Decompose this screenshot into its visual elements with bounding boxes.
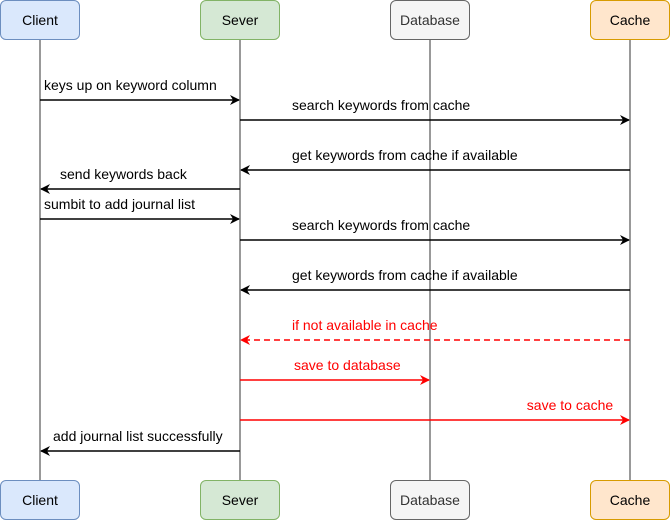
participant-label: Database xyxy=(400,492,460,508)
participant-label: Sever xyxy=(221,492,259,508)
participant-database-top: Database xyxy=(390,0,470,40)
participant-client-top: Client xyxy=(0,0,80,40)
participant-server-bottom: Sever xyxy=(200,480,280,520)
message-label: add journal list successfully xyxy=(53,428,223,444)
participant-label: Client xyxy=(22,12,58,28)
message-label: get keywords from cache if available xyxy=(292,147,518,163)
lifelines xyxy=(39,40,631,480)
participant-server-top: Sever xyxy=(200,0,280,40)
message-label: save to database xyxy=(294,357,401,373)
messages: keys up on keyword column search keywords… xyxy=(40,77,630,456)
participant-label: Cache xyxy=(609,12,651,28)
message-label: save to cache xyxy=(527,397,614,413)
participant-cache-bottom: Cache xyxy=(590,480,670,520)
participant-label: Sever xyxy=(221,12,259,28)
participant-cache-top: Cache xyxy=(590,0,670,40)
participant-label: Client xyxy=(22,492,58,508)
message-label: keys up on keyword column xyxy=(44,77,217,93)
message-label: sumbit to add journal list xyxy=(44,196,195,212)
message-label: search keywords from cache xyxy=(292,217,470,233)
participant-label: Database xyxy=(400,12,460,28)
participant-label: Cache xyxy=(609,492,651,508)
participant-client-bottom: Client xyxy=(0,480,80,520)
message-label: if not available in cache xyxy=(292,317,438,333)
message-label: send keywords back xyxy=(60,166,188,182)
message-label: search keywords from cache xyxy=(292,97,470,113)
participant-database-bottom: Database xyxy=(390,480,470,520)
message-label: get keywords from cache if available xyxy=(292,267,518,283)
